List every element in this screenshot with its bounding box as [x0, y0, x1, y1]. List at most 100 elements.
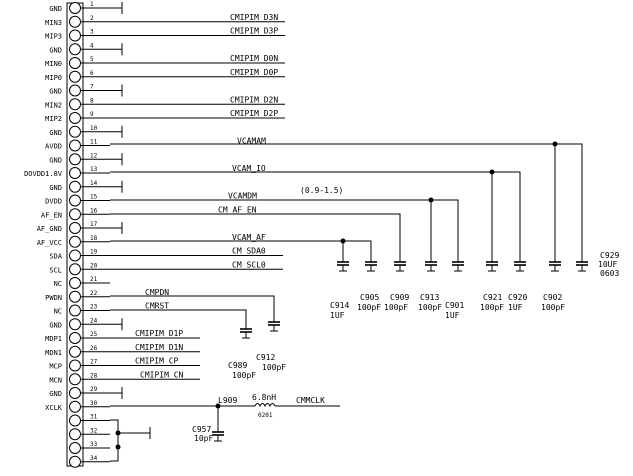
pin-circle	[69, 455, 81, 468]
pin-number: 32	[90, 427, 98, 434]
net-label: CM_AF_EN	[218, 205, 257, 214]
pin-number: 19	[90, 249, 98, 256]
pin-circle	[69, 180, 81, 193]
pin-label: MIP0	[45, 74, 62, 82]
pin-label: MCP	[49, 363, 62, 371]
pin-label: XCLK	[45, 404, 63, 412]
pin-number: 11	[90, 139, 98, 146]
connector-pin-31: 31	[69, 414, 110, 427]
cap-value: 100pF	[541, 303, 565, 312]
pin-circle	[69, 332, 81, 344]
pin-label: NC	[54, 308, 62, 316]
pin-number: 13	[90, 166, 98, 173]
pin-number: 3	[90, 29, 94, 36]
pin-number: 27	[90, 359, 98, 366]
pin-number: 25	[90, 331, 98, 338]
pin-number: 22	[90, 290, 98, 297]
pin-circle	[69, 167, 81, 179]
pin-label: MDN1	[45, 349, 62, 357]
junction-dot	[340, 238, 346, 244]
pin-label: MIP3	[45, 33, 62, 41]
pin-circle	[69, 373, 81, 386]
cap-value: 1UF	[330, 311, 345, 320]
net-label: CMIPIM_D2N	[230, 95, 278, 104]
junction-dot	[428, 197, 434, 203]
pin-number: 34	[90, 455, 98, 462]
cap-ref: C929	[600, 251, 619, 260]
junction-dot	[115, 430, 121, 436]
pin-circle	[69, 304, 81, 317]
pin-number: 6	[90, 70, 94, 77]
net-label: CMIPIM_D1N	[135, 343, 183, 352]
cap-value: 100pF	[384, 303, 408, 312]
pin-label: MIN3	[45, 19, 62, 27]
cap-ref: C913	[420, 293, 439, 302]
capacitor-symbol-c921	[486, 258, 498, 272]
pin-label: GND	[49, 46, 62, 54]
net-label: VCAM_IO	[232, 164, 266, 173]
cap-value: 100pF	[232, 371, 256, 380]
pin-number: 24	[90, 317, 98, 324]
net-label: CMPDN	[145, 288, 169, 297]
net-label: CMIPIM_D0P	[230, 68, 278, 77]
net-label: CMIPIM_D0N	[230, 54, 278, 63]
pin-label: GND	[49, 88, 62, 96]
cap-value: 10UF	[598, 260, 617, 269]
pin-number: 5	[90, 56, 94, 63]
cap-package: 0603	[600, 269, 619, 278]
pin-label: DOVDD1.8V	[24, 170, 63, 178]
inductor-net-label: CMMCLK	[296, 396, 325, 405]
connector-pin-34: 34	[69, 455, 110, 468]
net-label: CM_SDA0	[232, 247, 266, 256]
pin-label: AVDD	[45, 143, 62, 151]
pin-number: 12	[90, 152, 98, 159]
capacitor-symbol-c901	[452, 258, 464, 272]
cap-ref: C989	[228, 361, 247, 370]
pin-label: GND	[49, 5, 62, 13]
connector-pin-32: 32	[69, 427, 110, 441]
pin-label: NC	[54, 280, 62, 288]
inductor-l909	[254, 403, 276, 408]
pin-circle	[69, 125, 81, 138]
pin-label: MIP2	[45, 115, 62, 123]
pin-circle	[69, 43, 81, 56]
pin-circle	[69, 277, 81, 289]
capacitor-symbol-c902	[549, 258, 561, 272]
pin-label: GND	[49, 129, 62, 137]
pin-circle	[69, 15, 81, 28]
pin-number: 14	[90, 180, 98, 187]
pin-label: MCN	[49, 376, 62, 384]
pin-number: 16	[90, 207, 98, 214]
pin-label: MDP1	[45, 335, 62, 343]
pin-circle	[69, 428, 81, 441]
cap-ref: C905	[360, 293, 379, 302]
cap-ref: C901	[445, 301, 464, 310]
capacitor-symbol-c929	[576, 258, 588, 272]
connector-pin-33: 33	[69, 441, 110, 454]
inductor-package: 0201	[258, 412, 273, 419]
capacitor-symbol-c905	[365, 258, 377, 272]
pin-number: 31	[90, 414, 98, 421]
cap-value: 100pF	[262, 363, 286, 372]
pin-circle	[69, 98, 81, 111]
dvdd-range-annotation: (0.9-1.5)	[300, 186, 343, 195]
pin-number: 8	[90, 97, 94, 104]
pin-label: AF_VCC	[37, 239, 62, 247]
net-label: VCAMAM	[237, 137, 266, 146]
cap-ref: C902	[543, 293, 562, 302]
